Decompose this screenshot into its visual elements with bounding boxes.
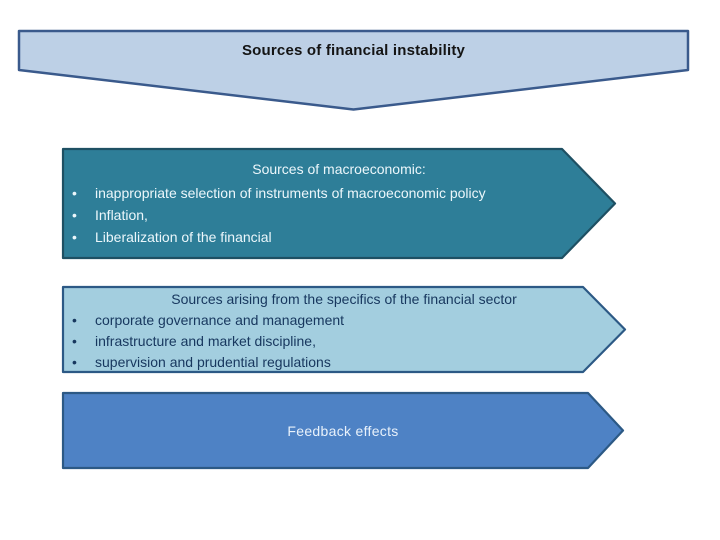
bullet-text: inappropriate selection of instruments o… <box>95 185 486 201</box>
macro-sources-heading: Sources of macroeconomic: <box>252 161 426 177</box>
macro-sources-content: Sources of macroeconomic: • inappropriat… <box>63 158 615 248</box>
bullet-dot: • <box>72 354 77 370</box>
macro-sources-bullet-list: • inappropriate selection of instruments… <box>63 182 615 248</box>
slide-title: Sources of financial instability <box>241 42 466 59</box>
bullet-dot: • <box>72 207 77 223</box>
bullet-text: Inflation, <box>95 207 148 223</box>
feedback-arrow-shape <box>61 391 625 470</box>
financial-sector-heading: Sources arising from the specifics of th… <box>171 291 517 307</box>
bullet-dot: • <box>72 312 77 328</box>
bullet-text: Liberalization of the financial <box>95 229 272 245</box>
bullet-item: • Liberalization of the financial <box>63 226 615 248</box>
macro-sources-arrow-shape <box>61 147 617 260</box>
bullet-dot: • <box>72 185 77 201</box>
financial-sector-content: Sources arising from the specifics of th… <box>63 289 625 373</box>
bullet-item: • infrastructure and market discipline, <box>63 331 625 352</box>
title-banner-shape <box>17 29 690 111</box>
bullet-dot: • <box>72 229 77 245</box>
bullet-item: • supervision and prudential regulations <box>63 352 625 373</box>
bullet-item: • corporate governance and management <box>63 310 625 331</box>
bullet-item: • Inflation, <box>63 204 615 226</box>
bullet-text: supervision and prudential regulations <box>95 354 331 370</box>
financial-sector-arrow-shape <box>61 285 627 374</box>
bullet-text: infrastructure and market discipline, <box>95 333 316 349</box>
bullet-item: • inappropriate selection of instruments… <box>63 182 615 204</box>
bullet-dot: • <box>72 333 77 349</box>
feedback-effects-label: Feedback effects <box>287 422 399 439</box>
bullet-text: corporate governance and management <box>95 312 345 328</box>
financial-sector-bullet-list: • corporate governance and management • … <box>63 310 625 373</box>
feedback-effects-content: Feedback effects <box>63 393 623 468</box>
